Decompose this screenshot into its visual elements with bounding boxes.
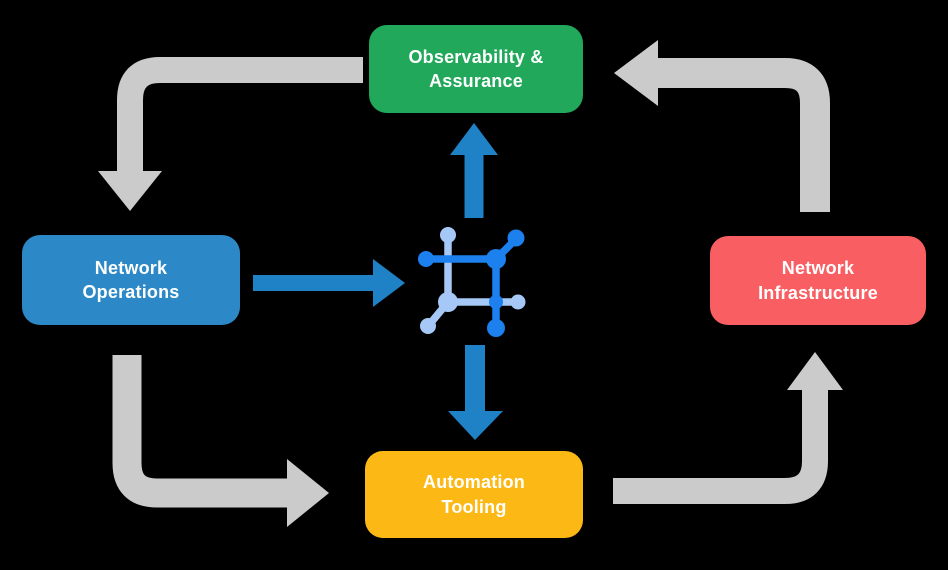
node-automation-tooling-label: Automation Tooling: [423, 472, 525, 517]
cycle-arrow-infrastructure-to-observability-icon: [614, 40, 830, 212]
cycle-arrow-automation-to-infrastructure-icon: [613, 352, 843, 504]
node-network-infrastructure: Network Infrastructure: [710, 236, 926, 325]
node-network-infrastructure-label: Network Infrastructure: [758, 258, 878, 303]
cycle-arrow-operations-to-automation-icon: [112, 355, 329, 527]
cycle-arrow-observability-to-operations-icon: [98, 57, 363, 211]
node-observability-assurance-label: Observability & Assurance: [408, 46, 544, 91]
network-mesh-icon: [418, 227, 526, 337]
node-observability-assurance: Observability & Assurance: [369, 25, 583, 113]
data-arrow-center-to-observability-icon: [450, 123, 498, 218]
data-arrow-operations-to-center-icon: [253, 259, 405, 307]
node-network-operations-label: Network Operations: [82, 257, 180, 302]
node-automation-tooling: Automation Tooling: [365, 451, 583, 538]
data-arrow-center-to-automation-icon: [448, 345, 503, 440]
node-network-operations: Network Operations: [22, 235, 240, 325]
